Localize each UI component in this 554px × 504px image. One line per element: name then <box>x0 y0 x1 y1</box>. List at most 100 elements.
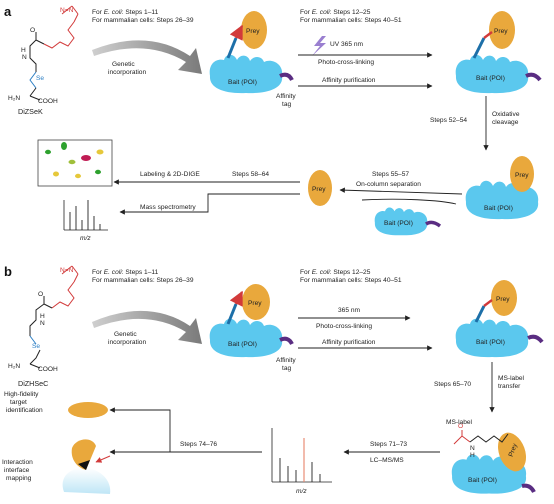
prey-protein <box>241 11 267 49</box>
interaction-1: Interaction <box>2 459 33 466</box>
steps-range: : Steps 12–25 <box>330 269 371 276</box>
separation-branch <box>361 198 457 205</box>
prey-label: Prey <box>515 172 529 179</box>
gel-spot <box>96 149 104 155</box>
steps-12-25-b: For E. coli: Steps 12–25 <box>300 269 371 276</box>
ms-label-acrylamide <box>453 430 471 445</box>
uv-bolt-icon <box>312 36 326 56</box>
linker-chain <box>43 21 75 49</box>
high-fidelity-1: High-fidelity <box>4 391 39 398</box>
steps-40-51-b: For mammalian cells: Steps 40–51 <box>300 277 402 284</box>
complex-a1: Prey Bait (POI) Affinity tag <box>209 11 296 108</box>
bait-protein <box>209 318 283 358</box>
ms-label-h: H <box>470 452 475 459</box>
probe-stalk <box>226 303 238 325</box>
probe-stalk <box>226 37 238 59</box>
steps-range: : Steps 1–11 <box>122 9 159 16</box>
steps-organism: E. coli <box>104 9 122 16</box>
steps-55-57: Steps 55–57 <box>372 171 409 178</box>
carbonyl-o: O <box>38 291 43 298</box>
interface-prey <box>71 439 96 470</box>
steps-prefix: For <box>92 9 104 16</box>
nm-label: 365 nm <box>338 307 361 314</box>
acid-label: COOH <box>38 366 58 373</box>
steps-65-70: Steps 65–70 <box>434 381 471 388</box>
complex-b3: Prey Bait (POI) O N H MS-label <box>446 419 536 494</box>
bait-label: Bait (POI) <box>476 339 505 346</box>
bait-label: Bait (POI) <box>228 341 257 348</box>
amine-label: H₂N <box>8 95 20 102</box>
ms-transfer-label-2: transfer <box>498 383 521 390</box>
gel-spot <box>68 159 76 165</box>
spectrum-a: m/z <box>63 200 108 242</box>
ms-label-n: N <box>470 445 475 452</box>
prey-label: Prey <box>496 296 510 303</box>
diazirine-bonds <box>61 5 79 23</box>
bait-label: Bait (POI) <box>384 220 413 227</box>
photo-label-b: Photo-cross-linking <box>316 323 372 330</box>
identified-prey <box>68 402 108 418</box>
mz-label-b: m/z <box>296 488 307 495</box>
carbamate-bonds <box>29 32 45 72</box>
complex-b2: Prey Bait (POI) <box>455 280 544 358</box>
oxidative-label-1: Oxidative <box>492 111 520 118</box>
se-atom: Se <box>36 75 44 82</box>
panel-a-label: a <box>4 4 12 19</box>
identification-arrow <box>109 407 262 453</box>
probe-stalk <box>474 305 486 323</box>
panel-b: b N=N O H N Se H₂N COOH DiZHSeC For E. c… <box>2 264 544 495</box>
steps-organism: E. coli <box>312 269 330 276</box>
high-fidelity-3: identification <box>6 407 43 414</box>
affinity-tag-label-2: tag <box>282 365 291 372</box>
complex-a2: Prey Bait (POI) <box>455 11 542 94</box>
compound-name-b: DiZHSeC <box>18 379 48 388</box>
interaction-3: mapping <box>6 475 32 482</box>
steps-58-64: Steps 58–64 <box>232 171 269 178</box>
spectrum-b: m/z <box>271 428 332 495</box>
steps-1-11-b: For E. coli: Steps 1–11 <box>92 269 159 276</box>
panel-a: a N=N O H N Se H₂N COOH DiZSeK For E. co… <box>4 4 542 242</box>
interface-pointer <box>95 455 111 463</box>
lcms-label: LC–MS/MS <box>370 457 404 464</box>
prey-label: Prey <box>246 28 260 35</box>
se-atom: Se <box>32 343 40 350</box>
affinity-tag <box>521 483 536 493</box>
affinity-tag <box>425 220 442 228</box>
bait-protein <box>455 54 529 94</box>
steps-12-25-a: For E. coli: Steps 12–25 <box>300 9 371 16</box>
interface-bait <box>62 467 111 494</box>
bait-protein <box>455 318 529 358</box>
labeling-label: Labeling & 2D-DIGE <box>140 171 200 178</box>
backbone-bonds <box>29 349 41 369</box>
se-bonds <box>29 335 37 345</box>
bait-label: Bait (POI) <box>228 79 257 86</box>
prey-protein <box>242 284 270 320</box>
interface-site <box>78 460 90 470</box>
ms-transfer-label-1: MS-label <box>498 375 525 382</box>
ms-label: Mass spectrometry <box>140 204 196 211</box>
prey-protein <box>497 432 527 472</box>
se-bonds <box>29 71 37 89</box>
compound-name-a: DiZSeK <box>18 107 43 116</box>
genetic-arrow-a <box>92 40 202 74</box>
oxidative-label-2: cleavage <box>492 119 519 126</box>
uv-label: UV 365 nm <box>330 41 363 48</box>
mz-label-a: m/z <box>80 235 91 242</box>
gel-spot <box>95 169 101 175</box>
gel-spot <box>75 173 81 179</box>
genetic-label-a-2: incorporation <box>108 69 146 76</box>
steps-organism: E. coli <box>104 269 122 276</box>
gel-spot <box>45 149 51 155</box>
panel-b-label: b <box>4 264 12 279</box>
amide-h: H <box>40 313 45 320</box>
probe-warhead <box>229 290 244 307</box>
ms-label-o: O <box>458 423 463 430</box>
amine-label: H₂N <box>8 363 20 370</box>
gel-spot <box>81 155 91 161</box>
on-column-label: On-column separation <box>356 181 421 188</box>
steps-range: : Steps 1–11 <box>122 269 159 276</box>
steps-prefix: For <box>300 9 312 16</box>
prey-label: Prey <box>508 442 519 458</box>
affinity-tag <box>527 334 544 344</box>
